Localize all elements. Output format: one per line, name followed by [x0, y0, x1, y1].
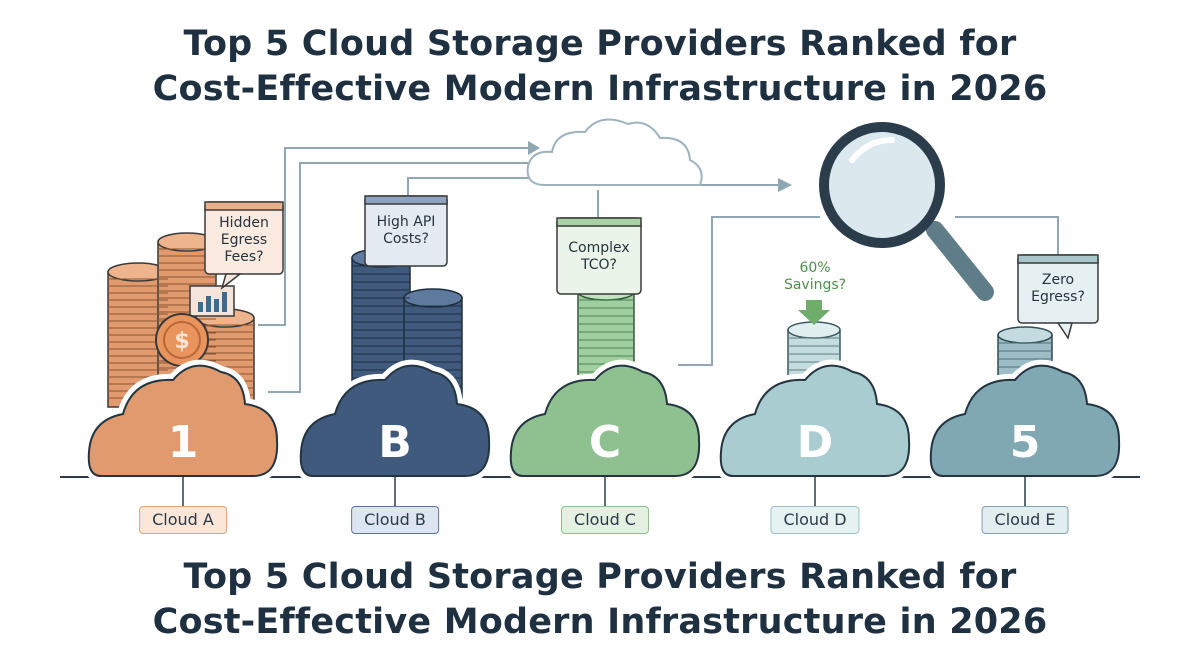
arrowhead-2 — [778, 178, 792, 192]
connector-e — [955, 216, 1059, 255]
cloud-shape — [87, 364, 279, 477]
callout-e-line-1: Zero — [1041, 272, 1075, 288]
provider-badge: B — [378, 417, 412, 468]
cloud-shape — [929, 364, 1121, 477]
cloud-shape — [719, 364, 911, 477]
callout-d-line-2: Savings? — [783, 277, 847, 293]
callout-a-box — [204, 201, 284, 291]
callout-a-line-1: Hidden — [219, 215, 269, 231]
arrowhead-1 — [528, 141, 540, 155]
connector-arrowheads — [528, 141, 792, 192]
provider-badge: C — [589, 417, 621, 468]
callout-b-line-2: Costs? — [383, 231, 429, 247]
provider-cloud-3: C — [504, 359, 706, 482]
connector-a — [258, 147, 528, 326]
connector-d — [678, 216, 820, 366]
callout-zero-egress: Zero Egress? — [1018, 272, 1098, 306]
provider-badge: 5 — [1010, 417, 1041, 468]
bottom-title-line-2: Cost-Effective Modern Infrastructure in … — [152, 602, 1048, 642]
callout-hidden-egress: Hidden Egress Fees? — [205, 215, 283, 266]
provider-badge: 1 — [168, 417, 199, 468]
provider-tag-cloud-d: Cloud D — [770, 506, 860, 534]
callout-complex-tco: Complex TCO? — [557, 240, 641, 274]
cloud-shape — [299, 364, 491, 477]
provider-badge: D — [797, 417, 834, 468]
cloud-shape — [509, 364, 701, 477]
provider-tag-cloud-e: Cloud E — [981, 506, 1069, 534]
provider-cloud-2: B — [294, 359, 496, 482]
mini-chart-bars — [198, 292, 227, 312]
provider-tag-cloud-c: Cloud C — [561, 506, 649, 534]
floating-cloud-icon — [526, 118, 703, 186]
provider-tag-cloud-a: Cloud A — [139, 506, 227, 534]
callout-d-line-1: 60% — [799, 260, 831, 276]
provider-cloud-4: D — [714, 359, 916, 482]
connector-lines — [258, 147, 1059, 393]
mini-chart-icon — [189, 285, 235, 317]
page-title: Top 5 Cloud Storage Providers Ranked for… — [0, 22, 1200, 112]
provider-clouds: 1 B C D 5 — [82, 359, 1126, 482]
down-arrow-icon — [798, 300, 830, 325]
tag-connectors — [182, 477, 1026, 506]
connector-a2 — [268, 162, 528, 393]
dollar-symbol: $ — [174, 329, 189, 354]
callout-c-line-1: Complex — [568, 240, 630, 256]
provider-cloud-1: 1 — [82, 359, 284, 482]
bottom-title: Top 5 Cloud Storage Providers Ranked for… — [0, 555, 1200, 645]
callout-a-line-2: Egress — [220, 232, 268, 248]
provider-cloud-5: 5 — [924, 359, 1126, 482]
page-title-line-2: Cost-Effective Modern Infrastructure in … — [152, 69, 1048, 109]
callout-b-line-1: High API — [376, 214, 436, 230]
callout-a-line-3: Fees? — [224, 249, 264, 265]
callout-high-api: High API Costs? — [365, 214, 447, 248]
callout-b-box — [364, 195, 448, 267]
provider-tag-cloud-b: Cloud B — [351, 506, 439, 534]
callout-e-line-2: Egress? — [1031, 289, 1085, 305]
magnifying-glass-icon — [819, 122, 994, 301]
bottom-title-line-1: Top 5 Cloud Storage Providers Ranked for — [183, 557, 1017, 597]
callout-bubbles — [204, 195, 1099, 340]
callout-savings: 60% Savings? — [770, 260, 860, 294]
callout-c-line-2: TCO? — [581, 257, 617, 273]
callout-e-box — [1017, 254, 1099, 340]
page-title-line-1: Top 5 Cloud Storage Providers Ranked for — [183, 24, 1017, 64]
connector-b — [407, 177, 540, 195]
callout-c-box — [556, 217, 642, 295]
